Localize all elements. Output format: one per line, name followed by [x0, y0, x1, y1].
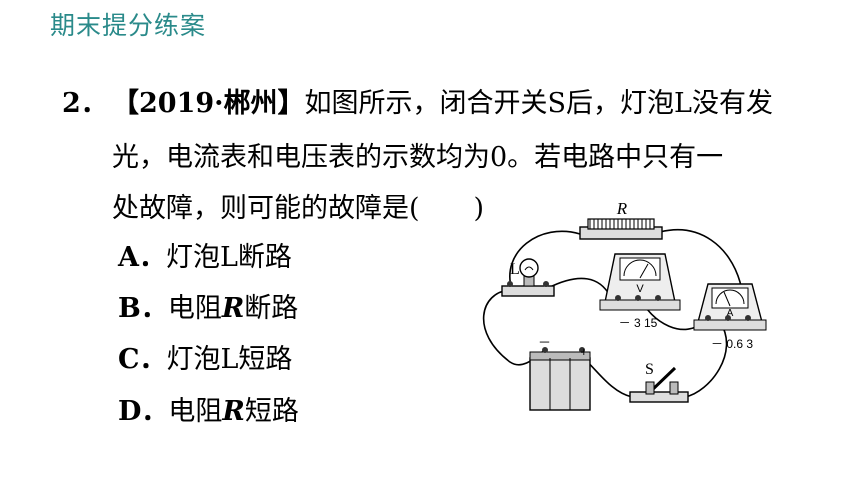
switch: S: [629, 361, 689, 403]
ammeter: A － 0.6 3: [693, 283, 767, 351]
ammeter-terminals: － 0.6 3: [711, 337, 753, 351]
battery-plus: +: [580, 344, 588, 359]
option-b[interactable]: B．电阻R断路: [118, 287, 298, 331]
option-letter: B．: [118, 293, 168, 324]
option-text-post: 短路: [244, 396, 299, 427]
wire-ammeter-switch: [684, 321, 728, 398]
question-number: 2．: [62, 88, 108, 119]
option-letter: D．: [118, 396, 169, 427]
question-text-1: 如图所示，闭合开关S后，灯泡L没有发: [304, 88, 773, 119]
lamp: L: [501, 258, 555, 297]
option-text: 灯泡L短路: [166, 344, 293, 375]
option-variable: R: [222, 396, 245, 427]
option-text: 电阻: [168, 396, 223, 427]
option-a[interactable]: A．灯泡L断路: [118, 236, 292, 280]
question-line-2: 光，电流表和电压表的示数均为0。若电路中只有一: [112, 142, 724, 173]
option-variable: R: [221, 293, 245, 324]
option-text: 电阻: [167, 293, 222, 324]
ammeter-symbol: A: [727, 308, 734, 319]
voltmeter-symbol: V: [636, 283, 644, 295]
option-letter: A．: [118, 242, 166, 273]
header-title: 期末提分练案: [50, 11, 207, 40]
option-c[interactable]: C．灯泡L短路: [118, 338, 292, 382]
option-d[interactable]: D．电阻R短路: [118, 390, 299, 434]
resistor-label: R: [616, 199, 628, 218]
option-letter: C．: [118, 344, 167, 375]
resistor: R: [579, 199, 663, 240]
question-line-1: 【2019·郴州】如图所示，闭合开关S后，灯泡L没有发: [112, 80, 773, 128]
switch-label: S: [645, 361, 654, 378]
voltmeter: V － 3 15: [599, 253, 681, 330]
lamp-label: L: [510, 261, 520, 278]
question-source: 【2019·郴州】: [112, 88, 305, 119]
option-text-post: 断路: [244, 293, 299, 324]
circuit-diagram: R L V － 3 15 A － 0.6 3: [482, 199, 767, 411]
voltmeter-terminals: － 3 15: [619, 316, 658, 330]
battery-minus: －: [538, 335, 551, 350]
wire-lamp-voltmeter: [547, 277, 611, 297]
question-line-3: 处故障，则可能的故障是( ): [112, 193, 485, 224]
wire-resistor-lamp: [509, 230, 581, 291]
battery: － +: [529, 335, 591, 411]
option-text: 灯泡L断路: [165, 242, 292, 273]
